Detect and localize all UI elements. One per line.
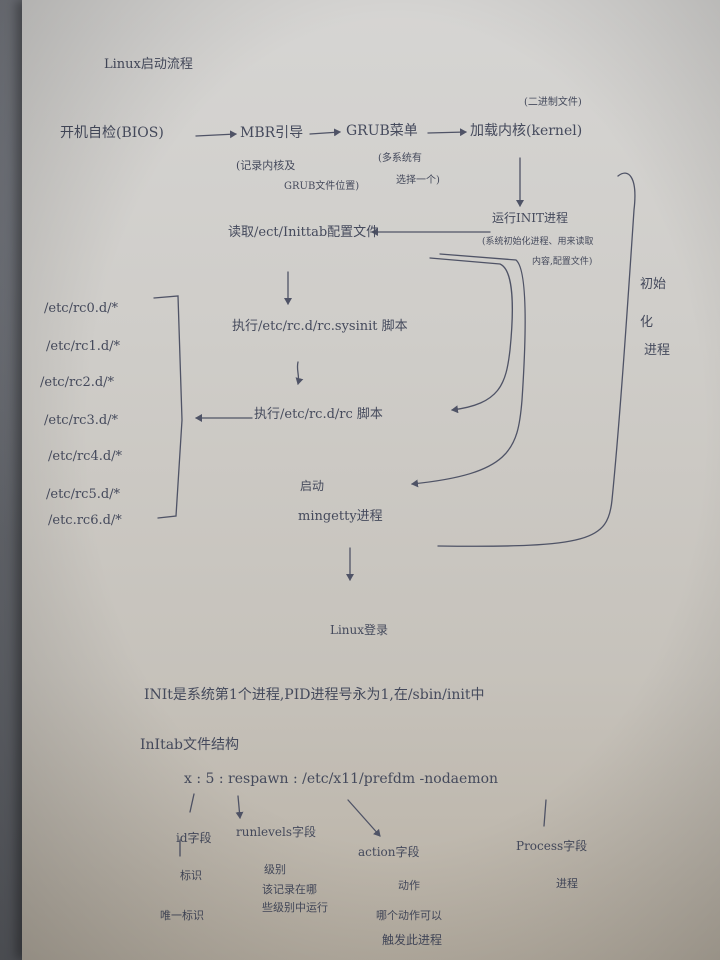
- field-process-desc: 进程: [556, 877, 578, 890]
- step-read-inittab: 读取/ect/Inittab配置文件: [228, 225, 380, 240]
- arrow-grub-kernel: [427, 128, 467, 137]
- step-mingetty: mingetty进程: [298, 509, 383, 524]
- field-action-desc-1: 动作: [398, 879, 420, 892]
- arrow-post-mbr: [195, 130, 237, 139]
- grub-note-line2: 选择一个): [396, 175, 440, 186]
- field-action-desc-3: 触发此进程: [382, 933, 443, 947]
- inittab-heading: InItab文件结构: [140, 737, 240, 753]
- mbr-note-line2: GRUB文件位置): [284, 181, 360, 192]
- tick-id: [189, 793, 195, 813]
- arrow-inittab-rc: [429, 257, 513, 414]
- init-label-2: 化: [640, 315, 654, 330]
- arrow-sysinit-rc: [295, 361, 304, 385]
- init-note-line1: (系统初始化进程、用来读取: [482, 237, 594, 247]
- rc-dir-2: /etc/rc2.d/*: [40, 375, 115, 390]
- field-runlevels-desc-3: 些级别中运行: [262, 901, 328, 914]
- step-grub: GRUB菜单: [346, 123, 418, 139]
- step-kernel: 加载内核(kernel): [470, 123, 583, 139]
- rc-dir-5: /etc/rc5.d/*: [46, 487, 121, 502]
- tick-runlevels: [235, 795, 244, 819]
- init-label-1: 初始: [640, 277, 667, 292]
- init-process-bracket: [437, 172, 636, 547]
- page-title: Linux启动流程: [104, 57, 193, 72]
- mbr-note-line1: (记录内核及: [236, 159, 296, 172]
- step-sysinit: 执行/etc/rc.d/rc.sysinit 脚本: [232, 319, 408, 334]
- field-runlevels-desc-2: 该记录在哪: [262, 883, 317, 896]
- inittab-example: x : 5 : respawn : /etc/x11/prefdm -nodae…: [184, 771, 499, 787]
- field-action-label: action字段: [358, 845, 420, 859]
- field-process-label: Process字段: [516, 839, 588, 853]
- step-linux-login: Linux登录: [330, 623, 389, 637]
- step-start: 启动: [300, 479, 325, 493]
- tick-process: [543, 799, 547, 827]
- tick-action: [347, 799, 381, 837]
- init-label-3: 进程: [644, 343, 671, 358]
- rc-dir-1: /etc/rc1.d/*: [46, 339, 121, 354]
- field-id-desc-2: 唯一标识: [160, 909, 204, 922]
- rc-dir-4: /etc/rc4.d/*: [48, 449, 123, 464]
- rc-dir-3: /etc/rc3.d/*: [44, 413, 119, 428]
- arrow-mbr-grub: [309, 128, 341, 137]
- field-id-label: id字段: [176, 831, 212, 845]
- arrow-inittab-mingetty: [411, 253, 526, 488]
- kernel-note: (二进制文件): [524, 97, 582, 108]
- field-id-desc-1: 标识: [180, 869, 202, 882]
- rc-dir-6: /etc.rc6.d/*: [48, 513, 122, 528]
- step-post: 开机自检(BIOS): [60, 125, 164, 141]
- rc-dir-0: /etc/rc0.d/*: [44, 301, 119, 316]
- field-runlevels-label: runlevels字段: [236, 825, 317, 839]
- field-action-desc-2: 哪个动作可以: [376, 909, 442, 922]
- notebook-page: [22, 0, 720, 960]
- rc-dirs-bracket: [153, 295, 183, 519]
- grub-note-line1: (多系统有: [378, 153, 422, 164]
- step-mbr: MBR引导: [240, 125, 304, 141]
- init-description: INIt是系统第1个进程,PID进程号永为1,在/sbin/init中: [144, 687, 485, 703]
- step-rc-script: 执行/etc/rc.d/rc 脚本: [254, 407, 383, 422]
- step-init: 运行INIT进程: [492, 211, 568, 225]
- init-note-line2: 内容,配置文件): [532, 257, 593, 267]
- field-runlevels-desc-1: 级别: [264, 863, 286, 876]
